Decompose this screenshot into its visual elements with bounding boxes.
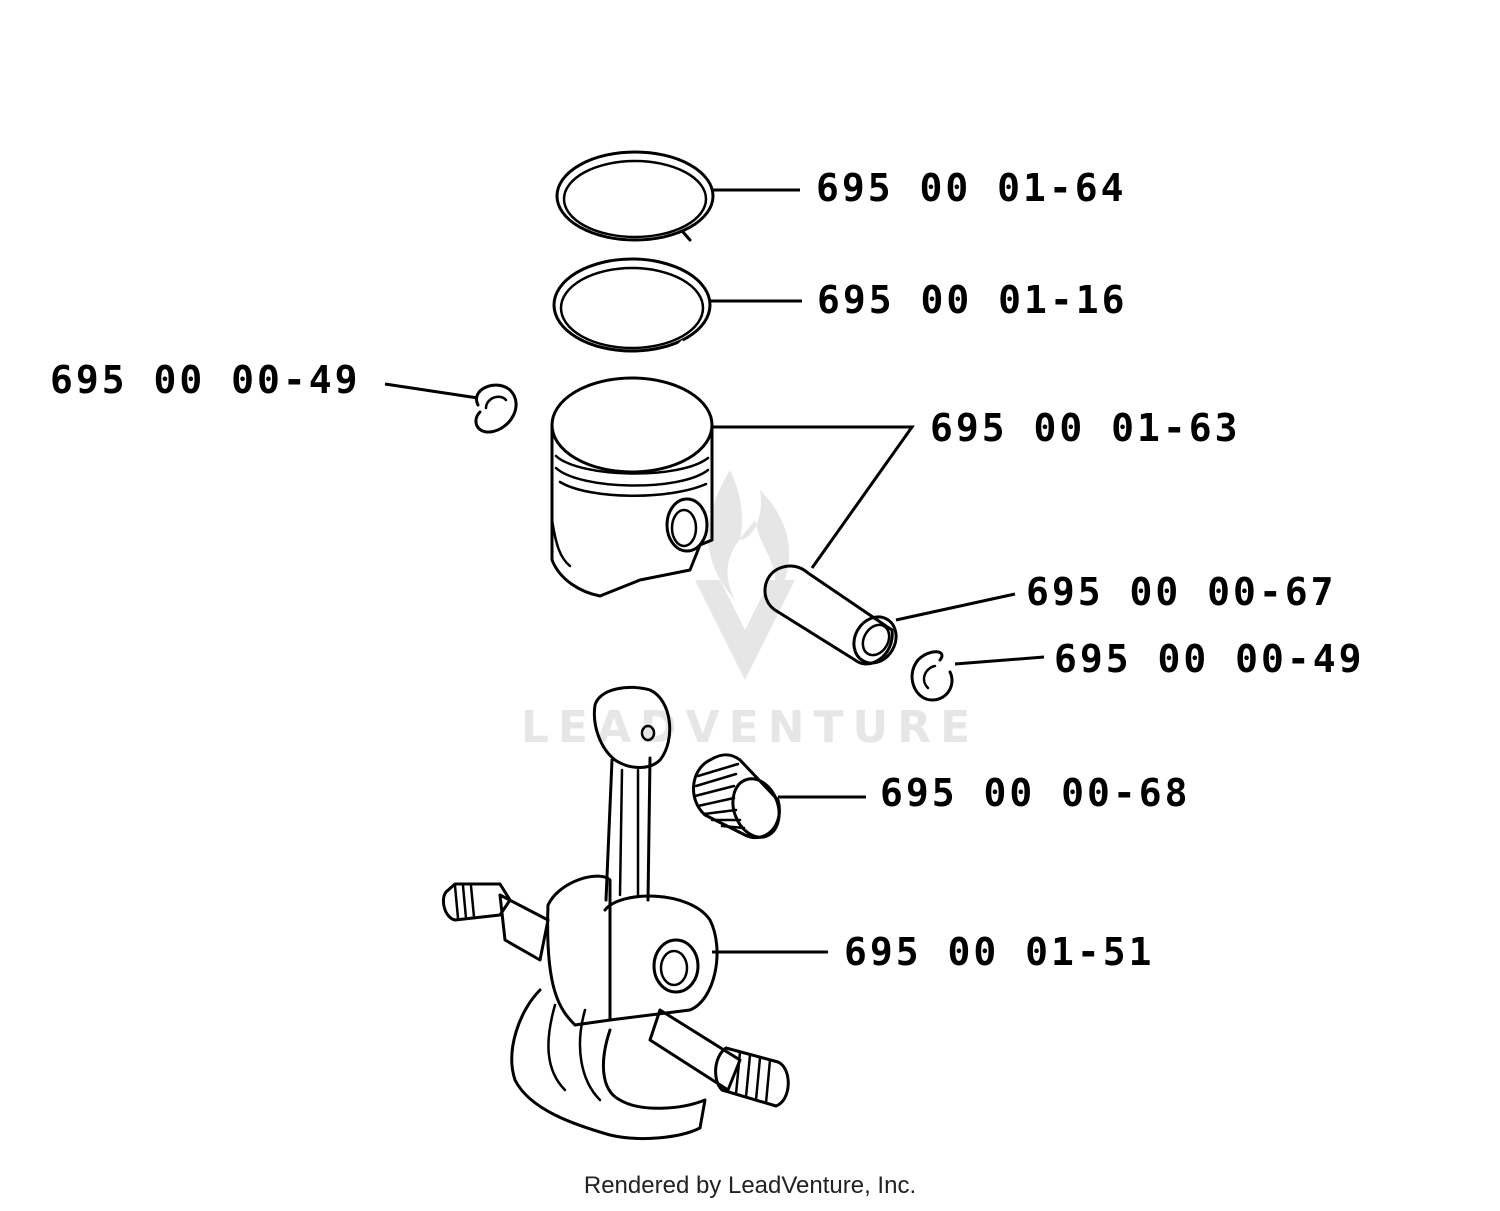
watermark-flame-logo-icon: [695, 470, 795, 680]
watermark-text: LEADVENTURE: [521, 702, 979, 753]
piston-ring-top[interactable]: [555, 150, 715, 242]
piston-pin[interactable]: [763, 564, 904, 671]
leader-line-piston: [712, 425, 915, 569]
part-label-ring-bottom[interactable]: 695 00 01-16: [817, 278, 1128, 322]
thread-lines-right: [734, 1050, 772, 1105]
watermark: LEADVENTURE: [521, 470, 979, 753]
part-label-piston-pin[interactable]: 695 00 00-67: [1026, 570, 1337, 614]
part-label-circlip-left[interactable]: 695 00 00-49: [50, 358, 361, 402]
piston-ring-bottom[interactable]: [552, 257, 712, 353]
footer-credit: Rendered by LeadVenture, Inc.: [583, 1172, 917, 1199]
thread-lines-left: [453, 884, 476, 920]
leader-line-circlip-right: [954, 655, 1045, 666]
part-label-ring-top[interactable]: 695 00 01-64: [816, 166, 1127, 210]
circlip-left[interactable]: [474, 383, 518, 434]
leader-line-circlip-left: [384, 382, 479, 400]
piston[interactable]: [550, 376, 714, 598]
crankshaft-assembly[interactable]: [441, 685, 790, 1140]
part-label-piston[interactable]: 695 00 01-63: [930, 406, 1241, 450]
circlip-right[interactable]: [910, 650, 954, 702]
needle-bearing[interactable]: [692, 753, 787, 844]
part-label-needle-bearing[interactable]: 695 00 00-68: [880, 771, 1191, 815]
bearing-needles: [693, 762, 746, 830]
part-label-crankshaft[interactable]: 695 00 01-51: [844, 930, 1155, 974]
leader-line-piston-pin: [895, 592, 1016, 622]
part-label-circlip-right[interactable]: 695 00 00-49: [1054, 637, 1365, 681]
